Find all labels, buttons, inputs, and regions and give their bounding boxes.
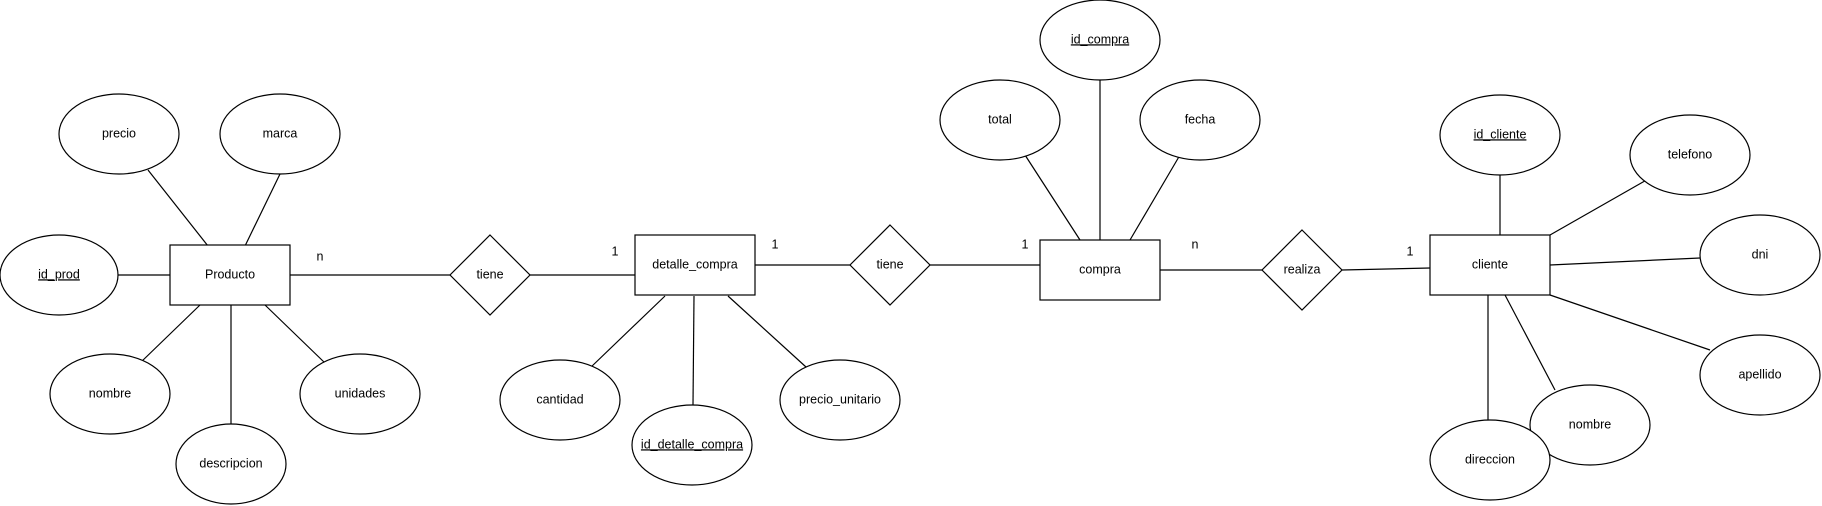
attribute-marca: marca — [219, 93, 341, 175]
cardinality-compra-tiene: 1 — [1022, 237, 1029, 251]
entity-compra-label: compra — [1079, 262, 1121, 276]
svg-text:realiza: realiza — [1284, 262, 1321, 276]
connector-precio — [147, 169, 209, 247]
attribute-nombre-producto: nombre — [49, 353, 171, 435]
attribute-fecha: fecha — [1139, 79, 1261, 161]
primary-key-id-prod: id_prod — [38, 267, 80, 281]
connector-fecha — [1129, 154, 1181, 241]
svg-text:nombre: nombre — [1569, 417, 1611, 431]
connector-unidades — [264, 304, 326, 364]
svg-text:tiene: tiene — [476, 267, 503, 281]
attribute-nombre-cliente: nombre — [1529, 384, 1651, 466]
attribute-apellido: apellido — [1699, 334, 1821, 416]
connector-marca — [244, 173, 281, 247]
attribute-cantidad: cantidad — [499, 359, 621, 441]
svg-text:dni: dni — [1752, 247, 1769, 261]
attribute-direccion: direccion — [1429, 419, 1551, 501]
relationship-tiene-1: tiene — [449, 234, 531, 316]
connector-realiza-cliente — [1341, 267, 1431, 271]
svg-text:precio_unitario: precio_unitario — [799, 392, 881, 406]
connector-precio-unitario — [727, 295, 807, 368]
connector-id-detalle-compra — [692, 295, 695, 406]
cardinality-detalle-tiene-right: 1 — [772, 237, 779, 251]
cardinality-cliente-realiza: 1 — [1407, 244, 1414, 258]
relationship-realiza: realiza — [1261, 229, 1343, 311]
connector-nombre-cliente — [1504, 294, 1556, 391]
attribute-precio-unitario: precio_unitario — [779, 359, 901, 441]
relationship-tiene-2: tiene — [849, 224, 931, 306]
entity-cliente-label: cliente — [1472, 257, 1508, 271]
connector-cantidad — [589, 295, 666, 369]
svg-text:nombre: nombre — [89, 386, 131, 400]
attribute-id-detalle-compra: id_detalle_compra — [631, 404, 753, 486]
entity-producto: Producto — [169, 244, 291, 306]
attribute-precio: precio — [58, 93, 180, 175]
connector-nombre-producto — [139, 304, 201, 364]
attribute-telefono: telefono — [1629, 114, 1751, 196]
cardinality-detalle-tiene-left: 1 — [612, 244, 619, 258]
primary-key-id-cliente: id_cliente — [1474, 127, 1527, 141]
svg-text:total: total — [988, 112, 1012, 126]
svg-text:tiene: tiene — [876, 257, 903, 271]
attribute-dni: dni — [1699, 214, 1821, 296]
attribute-unidades: unidades — [299, 353, 421, 435]
connector-telefono — [1549, 177, 1651, 236]
attribute-id-compra: id_compra — [1039, 0, 1161, 81]
entity-detalle-compra-label: detalle_compra — [652, 257, 738, 271]
svg-text:unidades: unidades — [335, 386, 386, 400]
svg-text:precio: precio — [102, 126, 136, 140]
primary-key-id-detalle-compra: id_detalle_compra — [641, 437, 743, 451]
cardinality-producto-tiene: n — [317, 249, 324, 263]
svg-text:fecha: fecha — [1185, 112, 1216, 126]
entity-compra: compra — [1039, 239, 1161, 301]
attribute-descripcion: descripcion — [175, 423, 287, 505]
svg-text:descripcion: descripcion — [199, 456, 262, 470]
svg-text:cantidad: cantidad — [536, 392, 583, 406]
cardinalities: n 1 1 1 n 1 — [317, 237, 1414, 263]
cardinality-compra-realiza: n — [1192, 237, 1199, 251]
svg-text:marca: marca — [263, 126, 298, 140]
entity-producto-label: Producto — [205, 267, 255, 281]
connectors — [118, 80, 1711, 428]
entity-detalle-compra: detalle_compra — [634, 234, 756, 296]
primary-key-id-compra: id_compra — [1071, 32, 1129, 46]
svg-text:telefono: telefono — [1668, 147, 1713, 161]
entity-cliente: cliente — [1429, 234, 1551, 296]
svg-text:apellido: apellido — [1738, 367, 1781, 381]
attribute-total: total — [939, 79, 1061, 161]
connector-apellido — [1549, 294, 1711, 351]
attribute-id-cliente: id_cliente — [1439, 94, 1561, 176]
connector-total — [1024, 154, 1081, 241]
connector-dni — [1549, 257, 1701, 266]
attribute-id-prod: id_prod — [0, 234, 119, 316]
svg-text:direccion: direccion — [1465, 452, 1515, 466]
